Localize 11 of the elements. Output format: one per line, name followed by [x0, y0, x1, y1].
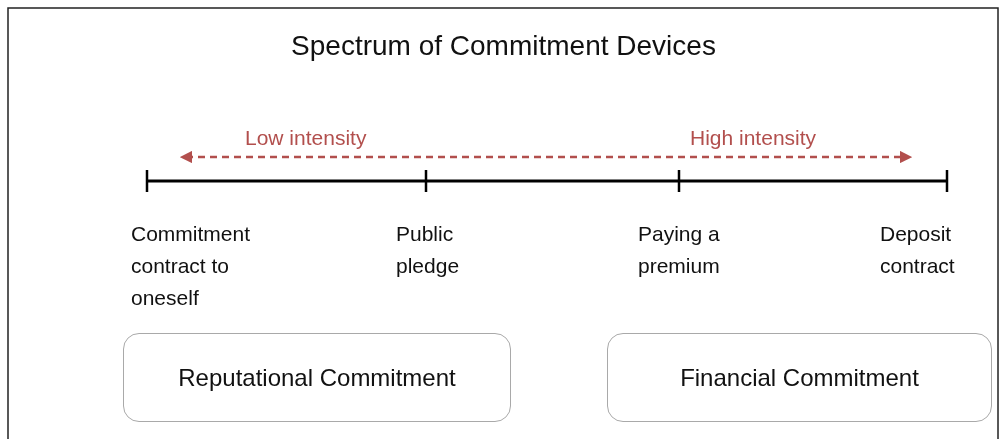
- device-label: Commitment contract to oneself: [131, 221, 252, 311]
- device-label: Public pledge: [396, 221, 461, 279]
- intensity-label: High intensity: [690, 125, 818, 151]
- category-box: [607, 333, 992, 422]
- intensity-label: Low intensity: [245, 125, 368, 151]
- device-label: Deposit contract: [880, 221, 956, 279]
- category-label: Reputational Commitment: [178, 363, 456, 392]
- category-box: [123, 333, 511, 422]
- device-label: Paying a premium: [638, 221, 721, 279]
- title: Spectrum of Commitment Devices: [290, 30, 717, 62]
- category-label: Financial Commitment: [680, 363, 919, 392]
